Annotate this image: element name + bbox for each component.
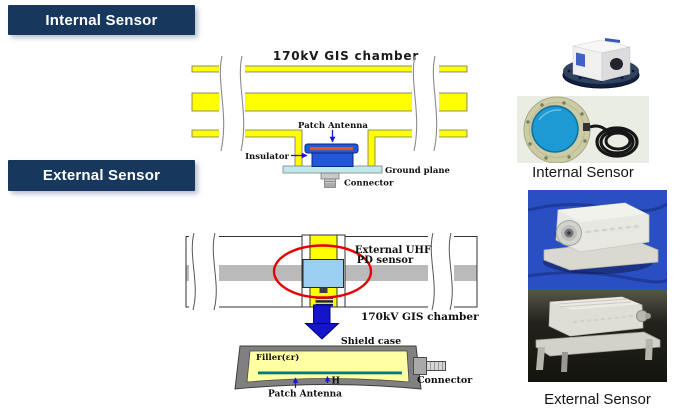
sensor-body-top	[558, 203, 647, 222]
case-connector	[413, 357, 446, 375]
filler-label: Filler(εr)	[256, 352, 299, 363]
gis-chamber-title: 170kV GIS chamber	[273, 49, 419, 63]
embossed-text-hint	[572, 315, 634, 323]
external-sensor-banner-label: External Sensor	[42, 167, 161, 184]
external-sensor-diagram: External UHF PD sensor 170kV GIS chamber…	[185, 232, 479, 400]
coax-cable	[589, 124, 639, 158]
external-sensor-box	[302, 259, 344, 288]
flange-bolt-holes	[526, 101, 587, 160]
insulator-label: Insulator	[245, 152, 289, 162]
patch-antenna-label: Patch Antenna	[268, 390, 342, 400]
busbar-top	[191, 65, 468, 73]
rib-lines	[557, 298, 632, 308]
external-sensor-caption: External Sensor	[544, 391, 651, 408]
internal-sensor-photo-top	[562, 38, 640, 89]
mounting-plate	[535, 331, 661, 357]
internal-sensor-banner-label: Internal Sensor	[45, 11, 158, 29]
busbar-middle	[191, 92, 468, 112]
insulator-body	[311, 151, 354, 167]
internal-sensor-caption: Internal Sensor	[532, 164, 634, 181]
sensor-label-plate	[576, 52, 585, 67]
patch-antenna-label: Patch Antenna	[298, 121, 368, 131]
pipe-break-right	[428, 232, 454, 312]
sensor-handle	[605, 38, 620, 43]
external-sensor-banner: External Sensor	[8, 160, 195, 191]
patch-antenna-strip	[310, 147, 353, 151]
pipe-break-left	[189, 232, 219, 312]
external-sensor-photo-bottom	[528, 290, 667, 382]
embossed-text-hint	[585, 224, 641, 234]
break-curves	[219, 55, 438, 152]
height-label: H	[332, 377, 341, 387]
ground-plane-label: Ground plane	[385, 166, 451, 176]
sensor-connector	[556, 220, 582, 246]
ground-plane	[282, 165, 383, 174]
external-uhf-label-line1: External UHF	[355, 245, 431, 256]
disc-highlight	[538, 109, 562, 121]
bracket-legs	[536, 339, 653, 372]
internal-sensor-diagram: 170kV GIS chamber Patch Antenna Insulato…	[191, 49, 468, 189]
shield-case-label: Shield case	[341, 336, 401, 347]
sensor-port-hole	[610, 58, 623, 70]
external-uhf-label-line2: PD sensor	[357, 255, 414, 266]
connector-bolt	[320, 172, 340, 188]
antenna-disc	[531, 105, 579, 153]
case-connector-label: Connector	[417, 375, 473, 386]
internal-sensor-photo-bottom	[517, 96, 649, 163]
internal-sensor-banner: Internal Sensor	[8, 5, 195, 35]
pipe-break-curves	[191, 232, 453, 311]
red-highlight-ellipse	[272, 244, 373, 299]
down-arrow	[304, 304, 340, 340]
external-sensor-photo-top	[528, 190, 667, 290]
cable-gland	[583, 123, 590, 131]
sensor-connector	[636, 310, 651, 322]
patch-antenna-plate	[258, 371, 402, 375]
chamber-label: 170kV GIS chamber	[361, 311, 479, 323]
connector-label: Connector	[344, 179, 394, 189]
